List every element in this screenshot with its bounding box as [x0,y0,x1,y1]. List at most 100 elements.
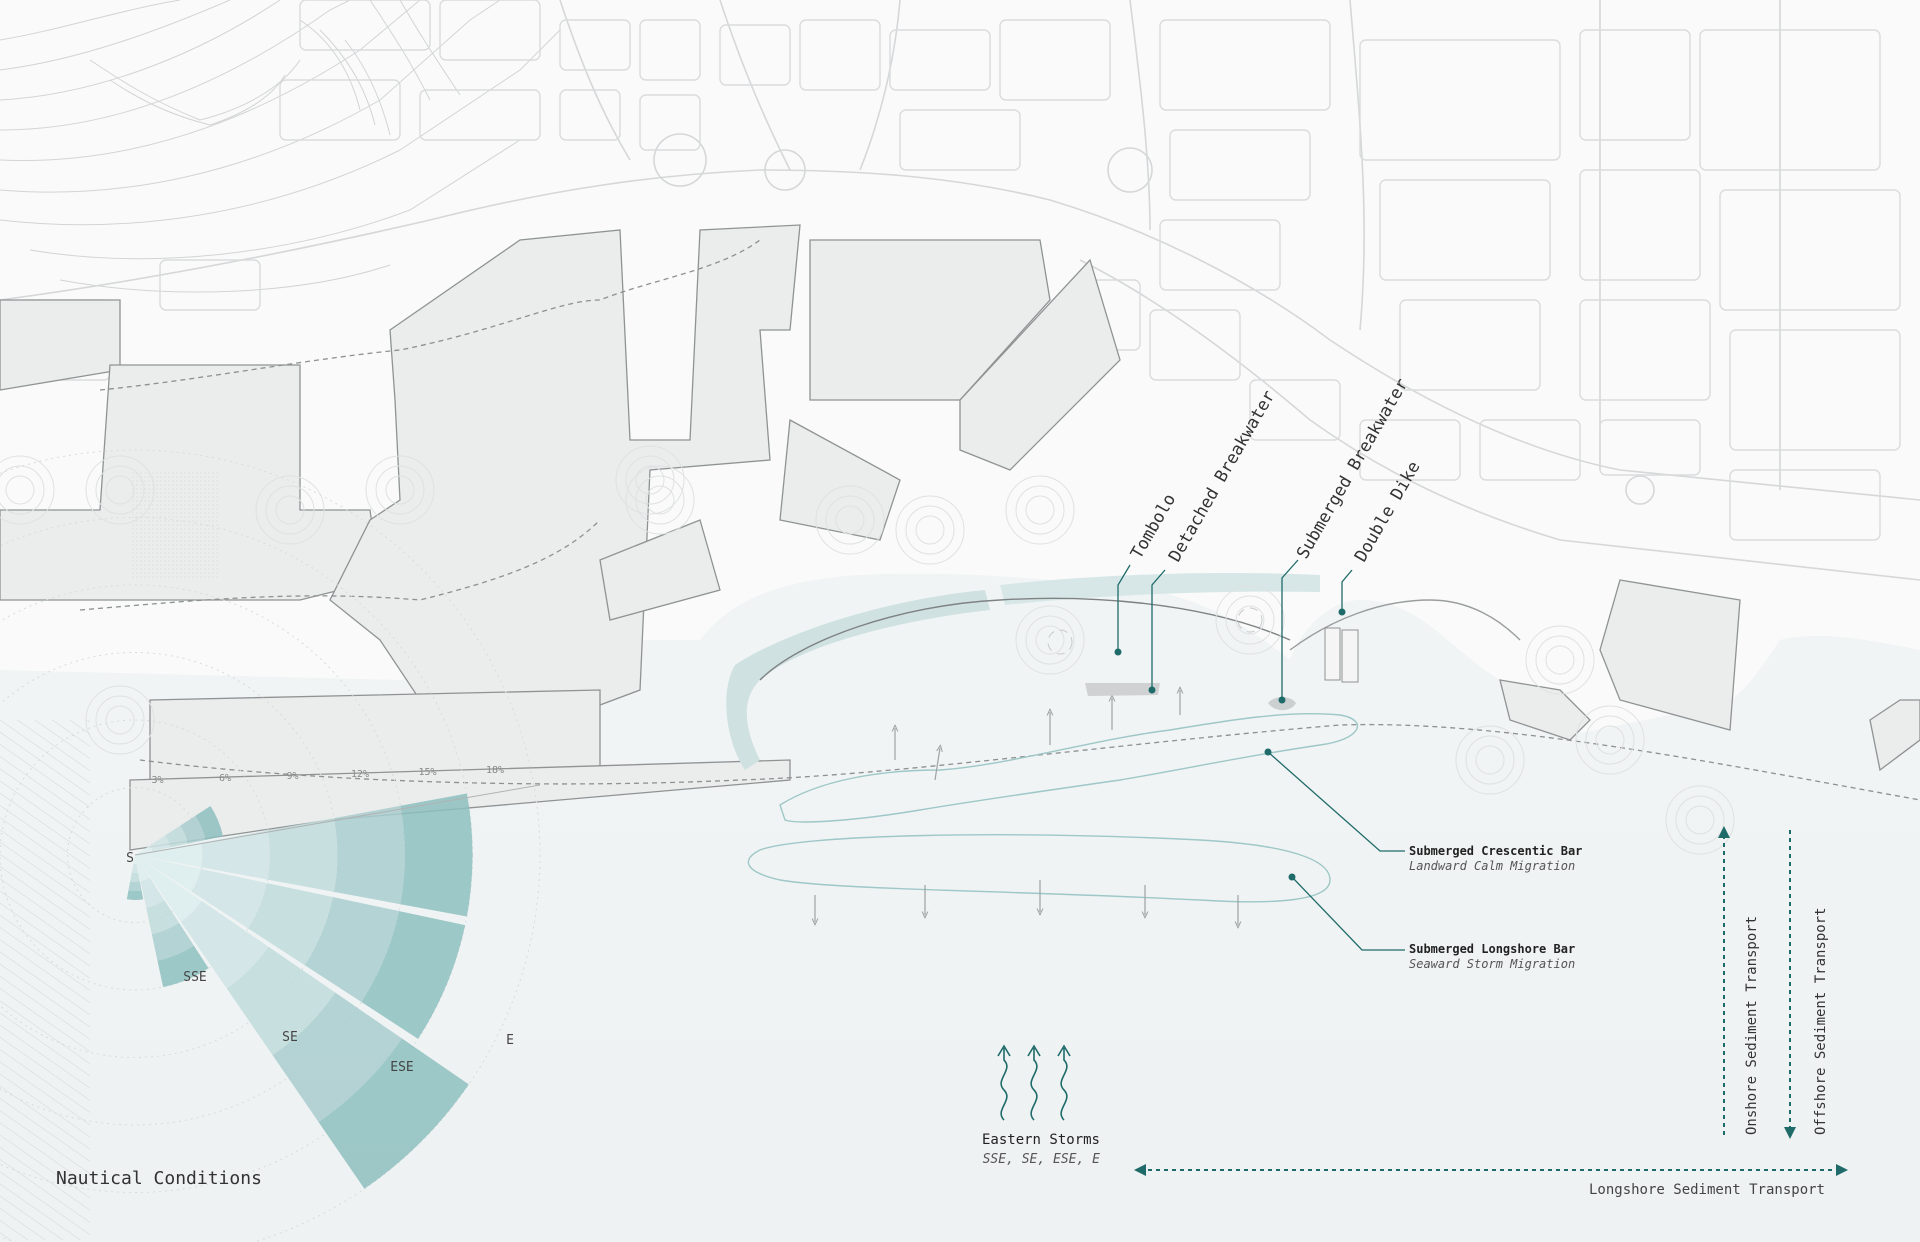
ring-marker [1025,615,1075,665]
ring-marker [1475,745,1505,775]
ring-marker [645,485,675,515]
city-block [1169,129,1311,201]
city-block [799,19,881,91]
wind-rose-sector [128,881,142,891]
crescentic-bar-name: Submerged Crescentic Bar [1409,844,1582,858]
dashed-lines [79,239,1920,801]
ring-marker [1535,635,1585,685]
ring-marker [625,465,695,535]
longshore-label: Longshore Sediment Transport [1589,1182,1825,1198]
ring-marker [1685,805,1715,835]
city-block [1599,419,1701,476]
ring-marker [1025,495,1055,525]
wind-rose-percent: 9% [286,771,298,782]
ring-marker [835,505,865,535]
city-block [1729,329,1901,451]
wind-rose-ring [0,449,541,1242]
ring-marker [625,455,675,505]
hatched-area [0,720,90,1240]
city-block [639,94,701,151]
wind-rose-sector [135,845,153,855]
ring-marker [385,475,415,505]
onshore-label: Onshore Sediment Transport [1744,916,1760,1135]
storms-directions: SSE, SE, ESE, E [983,1152,1101,1167]
ring-marker [0,465,45,515]
wind-rose-percent: 18% [486,765,504,776]
city-block [1359,419,1461,481]
ring-marker [1005,475,1075,545]
wind-rose-direction: S [126,851,134,866]
wind-rose-direction: E [506,1033,514,1048]
submerged-breakwater-shape [1268,697,1296,711]
contour-lines [0,0,561,293]
city-block [1699,29,1881,171]
storm-wave-icon [997,1044,1071,1121]
ring-marker [375,465,425,515]
wind-rose-sector [146,900,180,935]
ring-marker [825,495,875,545]
ring-marker [5,475,35,505]
ring-marker [265,485,315,535]
city-block [1359,39,1561,161]
city-block [1579,169,1701,281]
ring-marker [1015,485,1065,535]
ring-marker [1595,725,1625,755]
detached-breakwater-shape [1085,683,1160,696]
dotted-area [130,470,220,580]
ring-marker [615,445,685,515]
city-block [559,89,621,141]
wind-rose-sector [180,900,269,989]
city-block [1579,299,1711,401]
wind-rose-sector [135,855,150,882]
ring-marker [1455,725,1525,795]
city-block [1479,419,1581,481]
wind-rose-sector [180,815,206,844]
ring-marker [365,455,435,525]
city-block [559,19,631,71]
submerged-bars [747,713,1359,903]
map-title: Nautical Conditions [56,1168,262,1189]
city-block [419,89,541,141]
ring-marker [1675,795,1725,845]
longshore-bar-note: Seaward Storm Migration [1409,957,1575,971]
circulation-icon [1047,629,1073,655]
migration-arrows [815,690,1238,925]
city-block [999,19,1111,101]
wind-rose-sector [157,945,209,988]
ring-marker [915,515,945,545]
ring-marker [815,485,885,555]
ring-marker [1525,625,1595,695]
city-block [1579,29,1691,141]
beach-zone [726,573,1521,770]
wind-rose-sector [195,805,224,841]
wind-rose-sector [318,1038,469,1189]
wind-rose-sector [150,835,171,852]
ring-marker [1035,625,1065,655]
ring-marker [0,455,55,525]
ring-marker [275,495,305,525]
ring-marker [895,495,965,565]
ring-marker [1225,595,1275,645]
wind-rose-sector [135,855,202,892]
double-dike-right [1341,629,1359,683]
wind-rose-sector [131,863,139,873]
wind-rose-sector [334,805,405,905]
ring-marker [105,705,135,735]
city-block [899,109,1021,171]
city-block [279,79,401,141]
ring-marker [1585,715,1635,765]
wind-rose-sector [248,883,334,966]
wind-rose-sector [272,992,403,1123]
city-block [1729,469,1881,541]
city-blocks [19,0,1901,541]
wind-rose-sector [130,872,140,883]
ring-marker [905,505,955,555]
wind-rose-sector [135,855,202,922]
city-block [1249,379,1341,441]
crescentic-bar-outline [779,713,1359,823]
city-block [439,0,541,61]
circulation-icon [1237,607,1263,633]
ring-marker [1665,785,1735,855]
